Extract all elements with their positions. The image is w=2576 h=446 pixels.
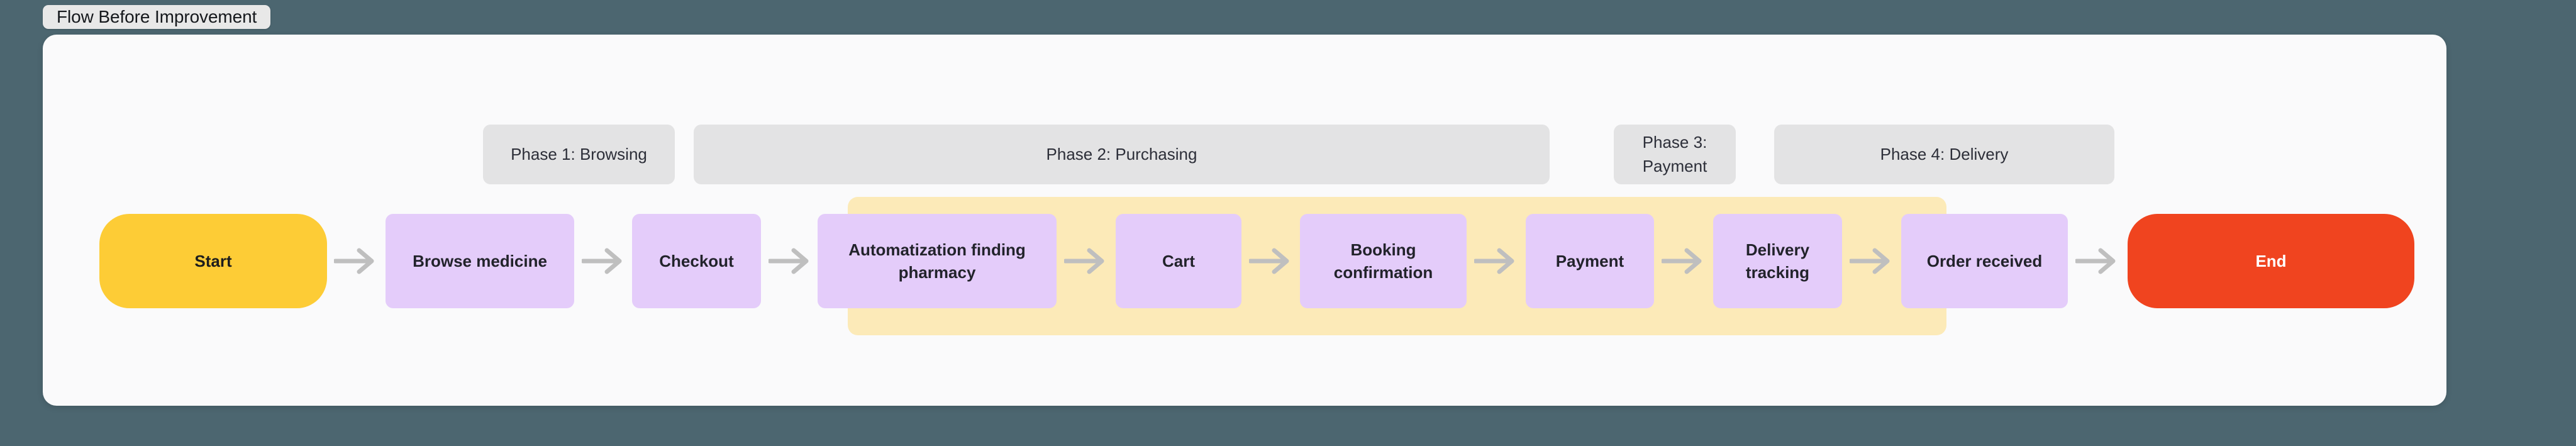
flow-node-cart[interactable]: Cart [1116, 214, 1241, 308]
phase-header-3: Phase 3: Payment [1614, 125, 1736, 184]
flow-arrow-icon [1662, 242, 1706, 280]
flow-node-label: Booking confirmation [1333, 240, 1433, 282]
phase-header-4: Phase 4: Delivery [1774, 125, 2114, 184]
flow-node-end[interactable]: End [2128, 214, 2414, 308]
flow-node-auto-pharmacy[interactable]: Automatization finding pharmacy [818, 214, 1057, 308]
flow-node-label: Order received [1926, 251, 2043, 270]
phase-header-1: Phase 1: Browsing [483, 125, 675, 184]
flow-arrow-icon [1249, 242, 1293, 280]
flow-node-label: Payment [1555, 251, 1624, 270]
flow-node-checkout[interactable]: Checkout [632, 214, 761, 308]
flow-node-browse-medicine[interactable]: Browse medicine [386, 214, 574, 308]
flow-node-booking-confirm[interactable]: Booking confirmation [1300, 214, 1467, 308]
flow-node-label: Checkout [659, 251, 734, 270]
flow-arrow-icon [769, 242, 813, 280]
diagram-title-label: Flow Before Improvement [57, 7, 257, 26]
phase-header-label: Phase 1: Browsing [511, 144, 647, 164]
phase-header-2: Phase 2: Purchasing [694, 125, 1550, 184]
flow-arrow-icon [1064, 242, 1108, 280]
flow-node-label: Delivery tracking [1745, 240, 1810, 282]
flow-node-label: Cart [1162, 251, 1195, 270]
flow-node-delivery-tracking[interactable]: Delivery tracking [1713, 214, 1842, 308]
flow-arrow-icon [1850, 242, 1894, 280]
flow-node-start[interactable]: Start [99, 214, 327, 308]
flow-arrow-icon [582, 242, 626, 280]
flow-canvas: Phase 1: Browsing Phase 2: Purchasing Phas… [43, 35, 2446, 406]
flow-node-payment[interactable]: Payment [1526, 214, 1654, 308]
flow-node-label: Automatization finding pharmacy [848, 240, 1026, 282]
flow-node-label: End [2255, 251, 2287, 270]
phase-header-label: Phase 4: Delivery [1880, 144, 2009, 164]
flow-arrow-icon [334, 242, 378, 280]
flow-node-order-received[interactable]: Order received [1901, 214, 2068, 308]
flow-node-label: Start [194, 251, 232, 270]
phase-header-label: Phase 3: Payment [1642, 132, 1707, 176]
flow-node-label: Browse medicine [413, 251, 547, 270]
flow-arrow-icon [2075, 242, 2119, 280]
diagram-title-pill: Flow Before Improvement [43, 5, 271, 29]
phase-header-label: Phase 2: Purchasing [1046, 144, 1197, 164]
flow-arrow-icon [1474, 242, 1518, 280]
